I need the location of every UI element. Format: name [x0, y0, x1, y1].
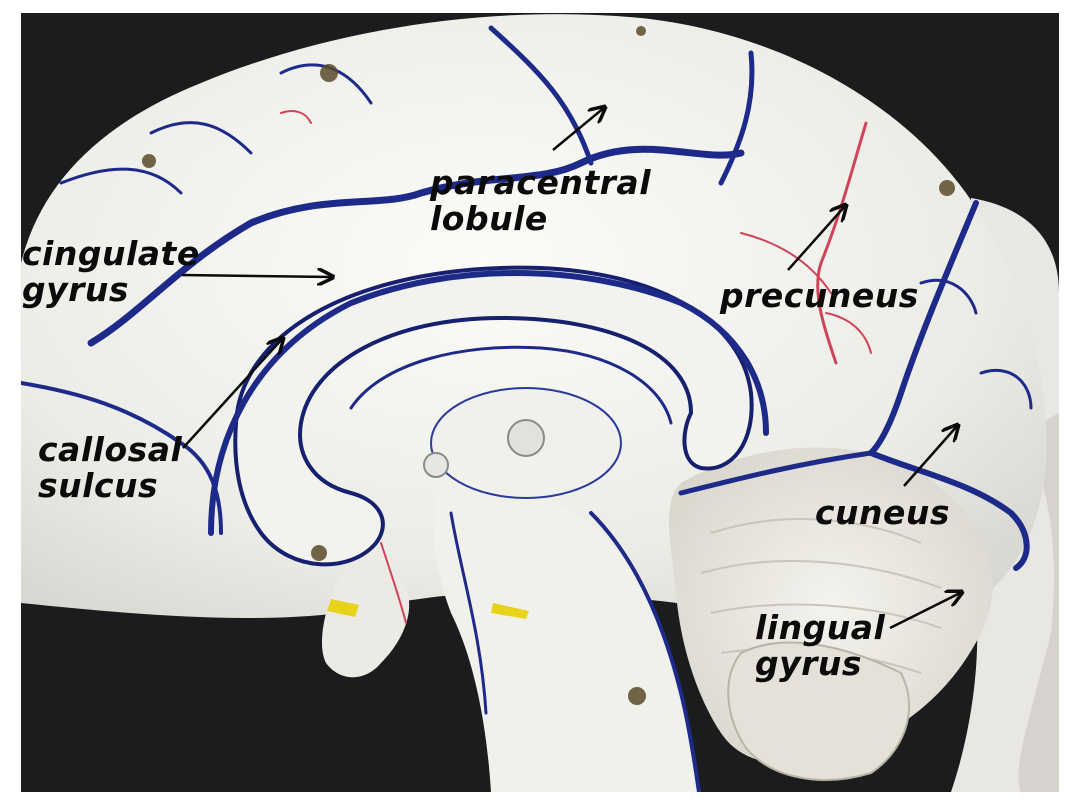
label-precuneus: precuneus	[720, 276, 919, 315]
label-cingulate-gyrus-line2: gyrus	[22, 270, 130, 310]
label-lingual-gyrus: lingual gyrus	[755, 608, 886, 684]
label-precuneus-line1: precuneus	[720, 276, 919, 315]
label-paracentral-lobule-line1: paracentral	[430, 163, 651, 202]
brain-midsagittal-illustration	[21, 13, 1059, 792]
label-cuneus-line1: cuneus	[815, 493, 951, 532]
label-cingulate-gyrus: cingulate gyrus	[22, 234, 200, 310]
label-callosal-sulcus: callosal sulcus	[38, 430, 183, 506]
label-callosal-sulcus-line1: callosal	[38, 430, 183, 469]
label-lingual-gyrus-line1: lingual	[755, 608, 886, 647]
label-cuneus: cuneus	[815, 493, 951, 532]
label-paracentral-lobule-line2: lobule	[430, 199, 548, 239]
label-paracentral-lobule: paracentral lobule	[430, 163, 651, 239]
label-cingulate-gyrus-line1: cingulate	[22, 234, 200, 273]
label-callosal-sulcus-line2: sulcus	[38, 466, 159, 506]
label-lingual-gyrus-line2: gyrus	[755, 644, 863, 684]
brain-model-photo	[21, 13, 1059, 792]
